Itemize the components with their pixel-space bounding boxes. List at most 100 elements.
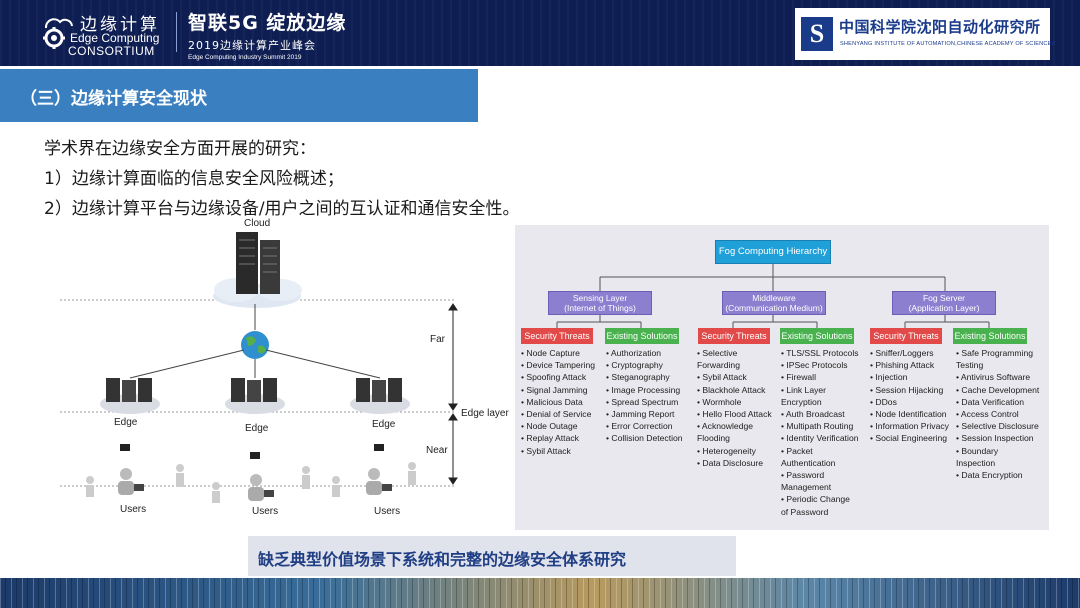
middleware-solution-item: Authentication xyxy=(781,457,836,468)
fog-server-layer-box: Fog Server (Application Layer) xyxy=(892,291,996,315)
access-point-icon xyxy=(120,444,384,459)
edge-computing-gear-icon xyxy=(43,18,73,49)
middleware-solution-item: Management xyxy=(781,482,832,493)
fog-hierarchy-root: Fog Computing Hierarchy xyxy=(715,240,831,264)
globe-edge-links xyxy=(129,349,381,379)
sensing-solution-item: • Spread Spectrum xyxy=(606,396,679,407)
middleware-solution-item: • Auth Broadcast xyxy=(781,409,845,420)
header-divider xyxy=(176,12,177,52)
conclusion-text: 缺乏典型价值场景下系统和完整的边缘安全体系研究 xyxy=(258,550,627,569)
sensing-solution-item: • Cryptography xyxy=(606,360,663,371)
fog-server-threat-item: • Injection xyxy=(870,372,908,383)
middleware-threat-item: Flooding xyxy=(697,433,730,444)
sensing-threat-item: • Device Tampering xyxy=(521,360,596,371)
edge-layer-label: Edge layer xyxy=(461,408,509,419)
middleware-solutions-list: • TLS/SSL Protocols • IPSec Protocols• Fi… xyxy=(781,347,867,518)
institute-name-cn: 中国科学院沈阳自动化研究所 xyxy=(839,18,1041,36)
sensing-solution-item: • Jamming Report xyxy=(606,409,675,420)
middleware-layer-box: Middleware (Communication Medium) xyxy=(722,291,826,315)
middleware-solution-item: • Firewall xyxy=(781,372,817,383)
fog-server-solution-item: Inspection xyxy=(956,457,996,468)
middleware-solution-item: • IPSec Protocols xyxy=(781,360,848,371)
institute-logo: S 中国科学院沈阳自动化研究所 SHENYANG INSTITUTE OF AU… xyxy=(795,8,1055,60)
sensing-threat-item: • Replay Attack xyxy=(521,433,579,444)
sensing-solutions-list: • Authorization• Cryptography• Steganogr… xyxy=(606,347,696,445)
sensing-solution-item: • Image Processing xyxy=(606,384,681,395)
footer-texture xyxy=(0,578,1080,608)
fog-server-solution-item: • Access Control xyxy=(956,409,1019,420)
sensing-threat-item: • Malicious Data xyxy=(521,396,583,407)
fog-server-solution-item: • Boundary xyxy=(956,445,999,456)
cloud-server-icon xyxy=(213,232,302,308)
fog-server-threat-item: • Information Privacy xyxy=(870,421,949,432)
fog-server-threat-item: • Sniffer/Loggers xyxy=(870,348,934,358)
edge-server-icon xyxy=(100,378,160,414)
middleware-solution-item: • Periodic Change xyxy=(781,494,850,505)
section-title: （三）边缘计算安全现状 xyxy=(20,89,207,109)
body-line-1: 1）边缘计算面临的信息安全风险概述； xyxy=(44,169,344,189)
user-icon xyxy=(332,462,416,497)
sensing-threats-tag: Security Threats xyxy=(521,328,593,344)
header-bar: 边缘计算 Edge Computing CONSORTIUM 智联5G 绽放边缘… xyxy=(0,0,1080,66)
middleware-threat-item: • Acknowledge xyxy=(697,421,754,432)
sensing-threat-item: • Signal Jamming xyxy=(521,384,588,395)
users-label-2: Users xyxy=(252,506,279,517)
summit-name-cn: 2019边缘计算产业峰会 xyxy=(188,39,316,52)
sensing-layer-title: Sensing Layer xyxy=(572,293,628,303)
fog-server-threat-item: • Social Engineering xyxy=(870,433,948,444)
edge-label-2: Edge xyxy=(245,423,269,434)
users-label-1: Users xyxy=(120,504,147,515)
fog-server-solution-item: • Session Inspection xyxy=(956,433,1034,444)
middleware-solution-item: Encryption xyxy=(781,396,822,407)
edge-label-3: Edge xyxy=(372,419,396,430)
section-banner: （三）边缘计算安全现状 xyxy=(0,69,478,122)
body-line-intro: 学术界在边缘安全方面开展的研究： xyxy=(44,139,316,159)
fog-server-solution-item: • Data Verification xyxy=(956,396,1024,407)
sensing-solution-item: • Error Correction xyxy=(606,421,673,432)
sensing-threat-item: • Spoofing Attack xyxy=(521,372,587,383)
fog-server-threats-list: • Sniffer/Loggers • Phishing Attack• Inje… xyxy=(870,347,956,445)
fog-server-layer-subtitle: (Application Layer) xyxy=(908,303,980,313)
sensing-threat-item: • Node Outage xyxy=(521,421,578,432)
middleware-layer-title: Middleware xyxy=(752,293,796,303)
edge-label-1: Edge xyxy=(114,417,138,428)
consortium-name-en: Edge Computing xyxy=(70,31,160,45)
globe-icon xyxy=(241,331,269,359)
middleware-layer-subtitle: (Communication Medium) xyxy=(725,303,823,313)
sensing-solutions-tag: Existing Solutions xyxy=(605,328,679,344)
fog-server-layer-title: Fog Server xyxy=(922,293,966,303)
fog-server-threat-item: • Node Identification xyxy=(870,409,947,420)
middleware-threat-item: • Wormhole xyxy=(697,396,742,407)
footer-strip xyxy=(0,578,1080,608)
summit-name-en: Edge Computing Industry Summit 2019 xyxy=(188,54,302,61)
sensing-solution-item: • Collision Detection xyxy=(606,433,683,444)
fog-server-threat-item: • Phishing Attack xyxy=(870,360,935,371)
institute-mark-icon: S xyxy=(801,17,833,51)
user-icon xyxy=(86,464,184,497)
middleware-threat-item: • Sybil Attack xyxy=(697,372,747,383)
fog-server-threat-item: • Session Hijacking xyxy=(870,384,944,395)
fog-server-threat-item: • DDos xyxy=(870,396,897,407)
middleware-threat-item: • Selective xyxy=(697,348,738,358)
edge-server-icon xyxy=(350,378,410,414)
cloud-label: Cloud xyxy=(244,218,271,229)
sensing-layer-subtitle: (Internet of Things) xyxy=(564,303,636,313)
middleware-threats-tag: Security Threats xyxy=(698,328,770,344)
edge-server-icon xyxy=(225,378,285,414)
middleware-solution-item: • TLS/SSL Protocols xyxy=(781,348,859,358)
middleware-threat-item: • Heterogeneity xyxy=(697,445,756,456)
fog-server-threats-tag: Security Threats xyxy=(870,328,942,344)
middleware-solution-item: • Multipath Routing xyxy=(781,421,854,432)
fog-server-solution-item: Testing xyxy=(956,360,984,371)
summit-slogan: 智联5G 绽放边缘 xyxy=(188,12,347,34)
user-icon xyxy=(212,466,310,503)
fog-connector-lines xyxy=(556,264,990,328)
far-label: Far xyxy=(430,334,445,345)
users-label-3: Users xyxy=(374,506,401,517)
fog-server-solution-item: • Data Encryption xyxy=(956,470,1023,481)
middleware-threat-item: • Data Disclosure xyxy=(697,457,764,468)
network-diagram xyxy=(60,232,458,503)
consortium-logo: 边缘计算 Edge Computing CONSORTIUM xyxy=(38,8,178,58)
edge-network-figure: Cloud Far Edge layer Near Edge Edge Edge… xyxy=(56,218,510,526)
